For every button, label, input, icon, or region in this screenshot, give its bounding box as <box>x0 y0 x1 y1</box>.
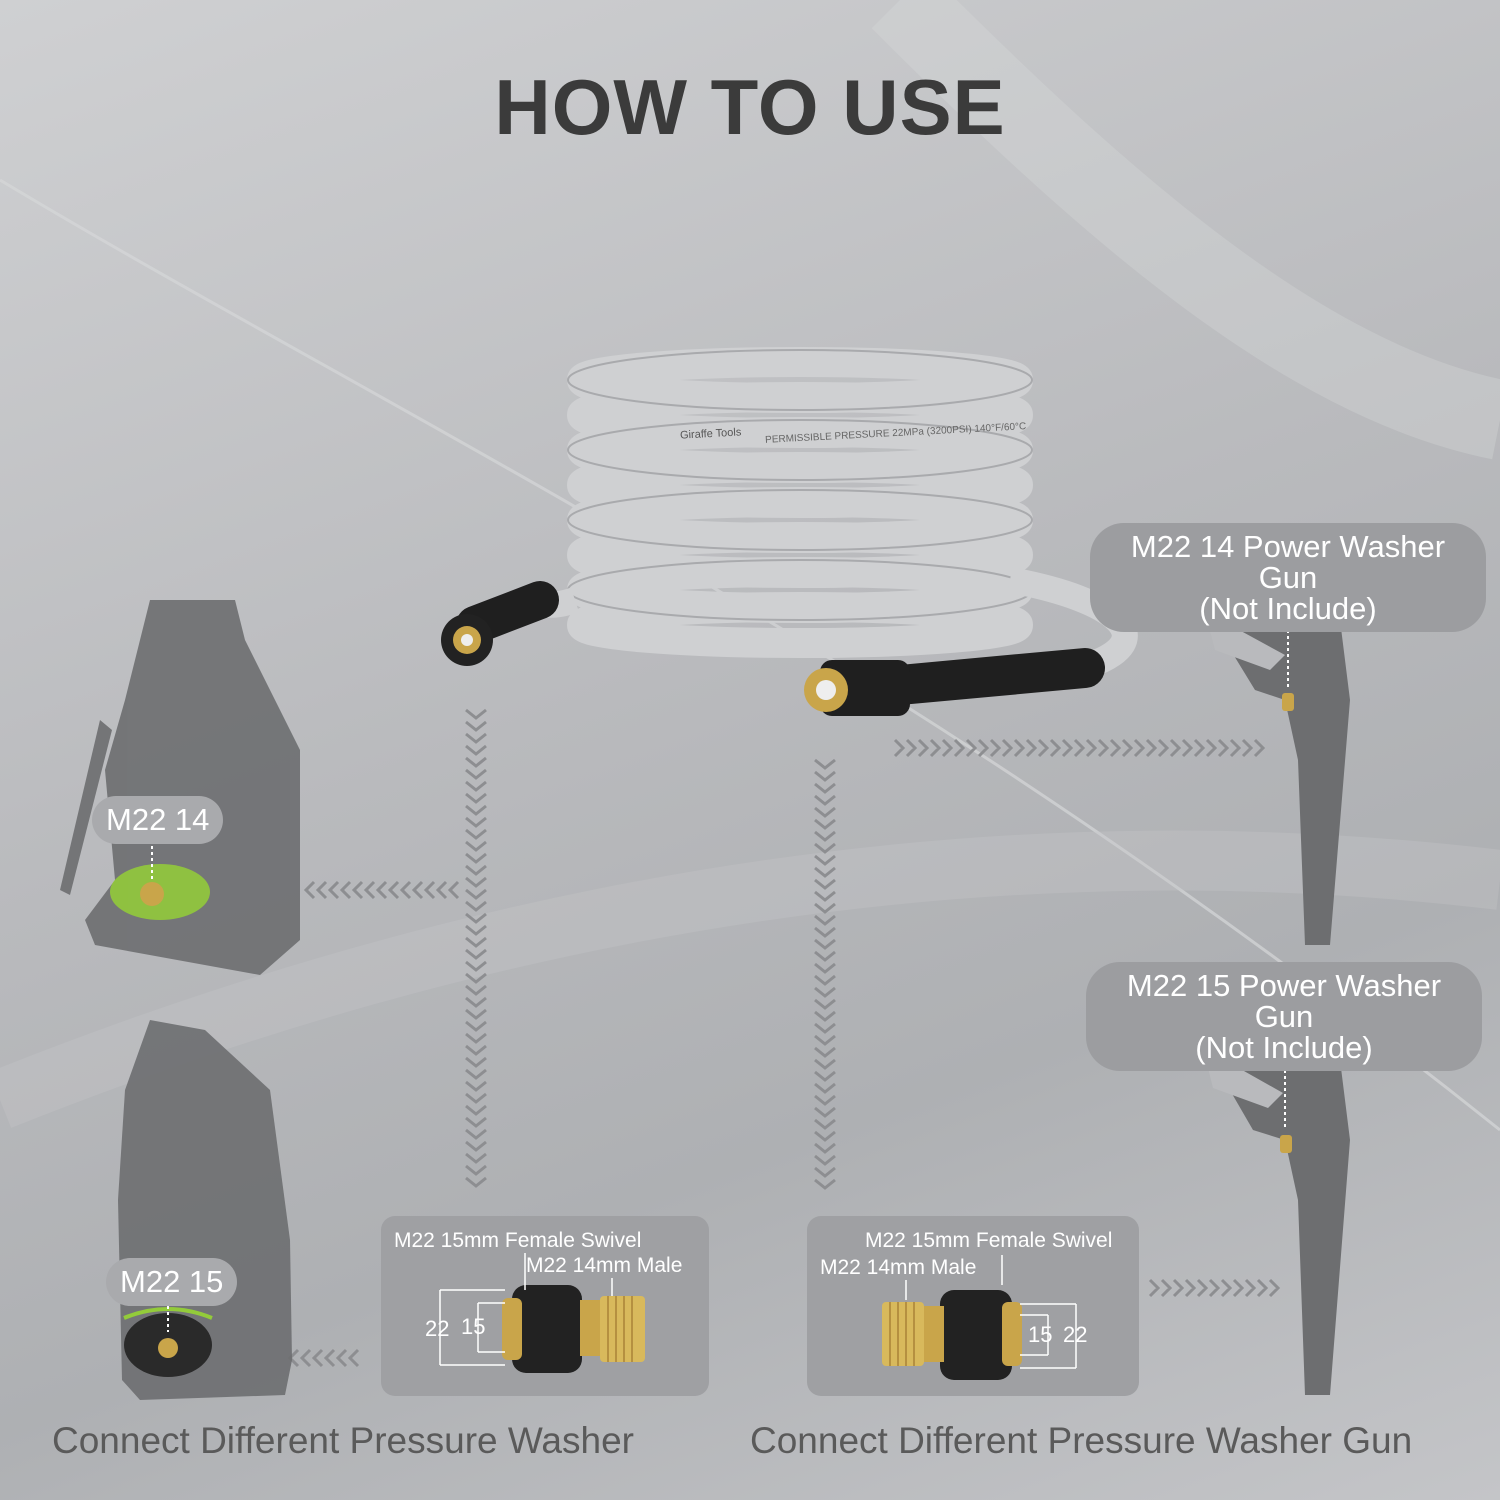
page-title: HOW TO USE <box>494 63 1006 151</box>
adapter-right-dim-inner: 15 <box>1028 1322 1053 1347</box>
gun-m22-15-note: (Not Include) <box>1195 1030 1373 1065</box>
gun-m22-15-label: M22 15 Power Washer Gun (Not Include) <box>1086 962 1482 1071</box>
adapter-right-dim-outer: 22 <box>1063 1322 1088 1347</box>
washer-m22-15-label: M22 15 <box>106 1258 238 1306</box>
gun-m22-15-name: M22 15 Power Washer Gun <box>1126 968 1442 1034</box>
gun-m22-14-label: M22 14 Power Washer Gun (Not Include) <box>1090 523 1486 632</box>
adapter-left-dim-inner: 15 <box>461 1314 486 1339</box>
caption-pressure-washer: Connect Different Pressure Washer <box>52 1420 634 1461</box>
gun-m22-14-note: (Not Include) <box>1199 591 1377 626</box>
adapter-right-male-label: M22 14mm Male <box>820 1256 977 1279</box>
caption-pressure-washer-gun: Connect Different Pressure Washer Gun <box>750 1420 1413 1461</box>
washer-m22-14-label: M22 14 <box>92 796 224 844</box>
adapter-left-female-label: M22 15mm Female Swivel <box>394 1229 642 1252</box>
adapter-left-male-label: M22 14mm Male <box>526 1254 683 1277</box>
adapter-right-female-label: M22 15mm Female Swivel <box>865 1229 1113 1252</box>
gun-m22-14-name: M22 14 Power Washer Gun <box>1130 529 1446 595</box>
adapter-left-dim-outer: 22 <box>425 1316 450 1341</box>
